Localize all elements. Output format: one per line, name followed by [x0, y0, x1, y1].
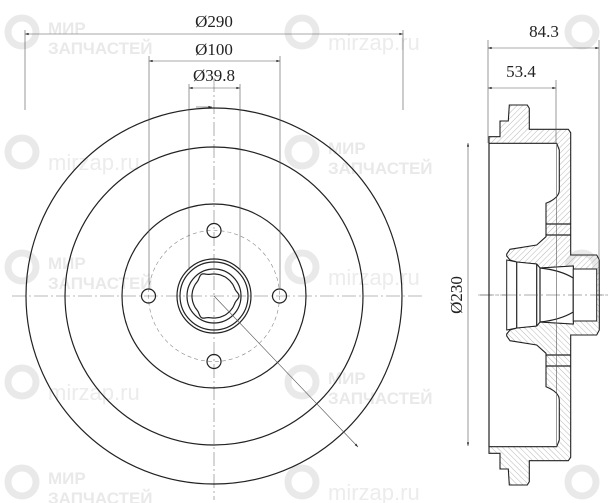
watermark-logo-icon [4, 364, 40, 400]
watermark-text: mirzap.ru [48, 150, 140, 175]
center-bore-label: Ø39.8 [193, 66, 235, 85]
drum-outer-circle [25, 107, 403, 485]
side-view: 84.3 53.4 Ø230 [447, 22, 608, 486]
bolt-circle-label: Ø100 [195, 40, 233, 59]
watermark-text: ЗАПЧАСТЕЙ [328, 389, 433, 408]
watermark-text: ЗАПЧАСТЕЙ [48, 274, 153, 293]
watermark-logo-icon [284, 14, 320, 50]
outer-diameter-label: Ø290 [195, 12, 233, 31]
watermark-logo-icon [4, 249, 40, 285]
watermark-logo-icon [4, 464, 40, 500]
watermark-text: ЗАПЧАСТЕЙ [328, 159, 433, 178]
drum-depth-label: 53.4 [506, 62, 536, 81]
watermark-text: МИР [48, 469, 86, 488]
watermark-logo-icon [284, 134, 320, 170]
watermark-text: МИР [48, 19, 86, 38]
section-bottom-half [488, 294, 600, 486]
watermark-text: МИР [328, 369, 366, 388]
inner-diameter-label: Ø230 [447, 276, 466, 314]
radius-leader [213, 295, 359, 448]
watermark-text: МИР [328, 139, 366, 158]
center-bore-spline [191, 273, 240, 319]
watermark-text: МИР [48, 254, 86, 273]
center-bore-outer-ring [176, 258, 252, 334]
hub-bore [480, 259, 608, 331]
watermark-logo-icon [284, 364, 320, 400]
watermark-logo-icon [4, 134, 40, 170]
watermark-logo-icon [284, 464, 320, 500]
watermark-logo-icon [564, 14, 600, 50]
bolt-hole [206, 222, 222, 239]
watermark-text: mirzap.ru [328, 480, 420, 503]
drum-inner-circle [64, 146, 364, 446]
watermark-logo-icon [284, 249, 320, 285]
bolt-circle [148, 230, 280, 362]
overall-width-label: 84.3 [529, 22, 559, 41]
hub-face-circle [121, 203, 307, 389]
watermark-text: ЗАПЧАСТЕЙ [48, 39, 153, 58]
bolt-hole [271, 288, 288, 304]
watermark-logo-icon [564, 464, 600, 500]
center-bore-inner-ring [186, 268, 242, 324]
bolt-hole [206, 353, 222, 370]
bolt-hole [140, 288, 157, 304]
bolt-holes [140, 222, 288, 370]
front-view: Ø290 Ø100 Ø39.8 [12, 12, 425, 500]
watermark-text: mirzap.ru [328, 265, 420, 290]
watermarks: МИРЗАПЧАСТЕЙmirzap.ruМИРЗАПЧАСТЕЙmirzap.… [4, 14, 600, 503]
section-top-half [488, 104, 600, 296]
watermark-text: ЗАПЧАСТЕЙ [48, 489, 153, 503]
watermark-logo-icon [4, 14, 40, 50]
center-bore-ring [179, 261, 249, 331]
